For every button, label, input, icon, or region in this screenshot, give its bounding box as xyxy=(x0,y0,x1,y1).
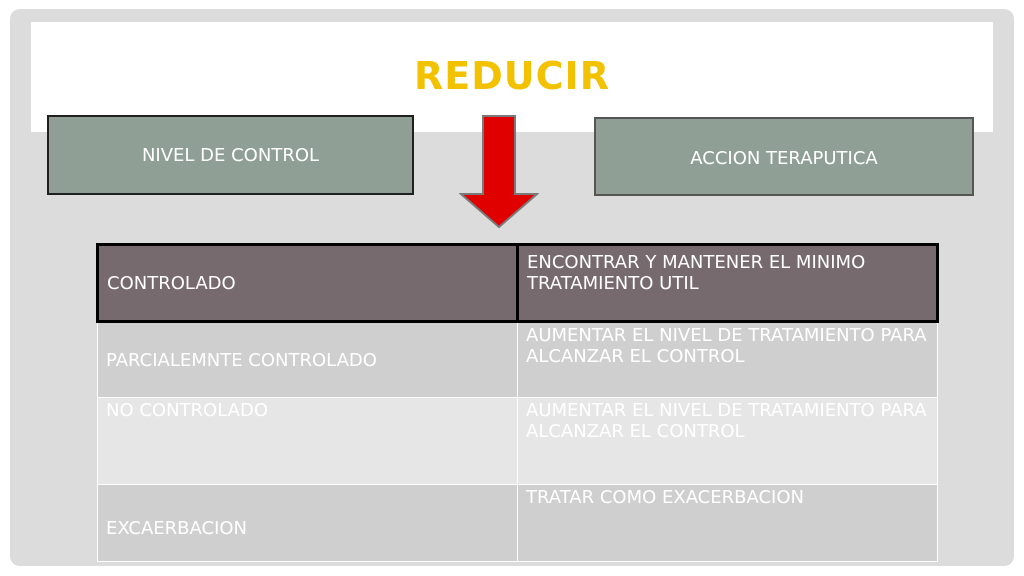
action-cell: ENCONTRAR Y MANTENER EL MINIMO TRATAMIEN… xyxy=(516,243,939,323)
table-row: EXCAERBACION TRATAR COMO EXACERBACION xyxy=(97,484,938,562)
down-arrow-icon xyxy=(459,115,539,229)
control-level-box: NIVEL DE CONTROL xyxy=(47,115,414,195)
title-band xyxy=(31,22,993,132)
control-table: CONTROLADO ENCONTRAR Y MANTENER EL MINIM… xyxy=(96,243,939,562)
level-cell: EXCAERBACION xyxy=(97,484,518,562)
action-cell: AUMENTAR EL NIVEL DE TRATAMIENTO PARA AL… xyxy=(517,321,938,398)
therapeutic-action-box: ACCION TERAPUTICA xyxy=(594,117,974,196)
action-cell: TRATAR COMO EXACERBACION xyxy=(517,484,938,562)
level-cell: NO CONTROLADO xyxy=(97,397,518,485)
therapeutic-action-label: ACCION TERAPUTICA xyxy=(690,148,878,169)
level-cell: PARCIALEMNTE CONTROLADO xyxy=(97,321,518,398)
slide-title: REDUCIR xyxy=(414,54,610,98)
action-cell: AUMENTAR EL NIVEL DE TRATAMIENTO PARA AL… xyxy=(517,397,938,485)
table-row: CONTROLADO ENCONTRAR Y MANTENER EL MINIM… xyxy=(96,243,939,323)
table-row: NO CONTROLADO AUMENTAR EL NIVEL DE TRATA… xyxy=(97,397,938,485)
control-level-label: NIVEL DE CONTROL xyxy=(141,145,320,166)
level-cell: CONTROLADO xyxy=(96,243,519,323)
table-row: PARCIALEMNTE CONTROLADO AUMENTAR EL NIVE… xyxy=(97,321,938,398)
